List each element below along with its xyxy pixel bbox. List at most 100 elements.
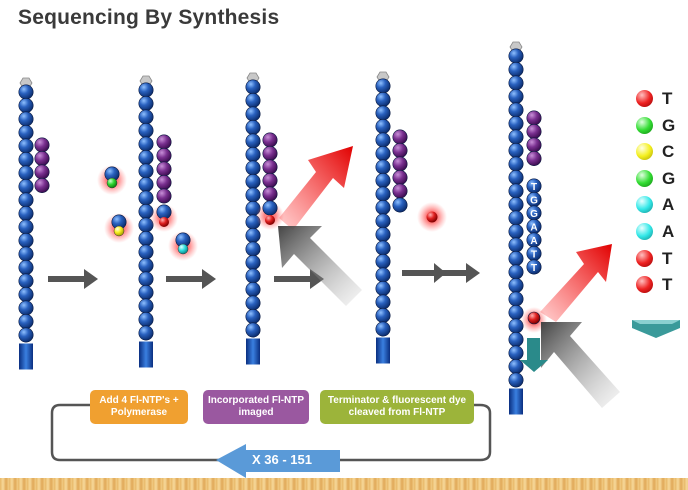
template-bead: [138, 123, 154, 139]
template-bead: [375, 280, 391, 296]
template-bead: [138, 231, 154, 247]
excitation-arrow: [541, 322, 620, 408]
base-letter: G: [662, 115, 676, 135]
template-bead: [138, 177, 154, 193]
template-bead: [375, 200, 391, 216]
template-bead: [375, 132, 391, 148]
template-bead: [138, 271, 154, 287]
template-bead: [508, 277, 524, 293]
primer-bead: [526, 137, 542, 153]
template-bead: [245, 308, 261, 324]
template-bead: [508, 210, 524, 226]
synthesized-nucleotide: [526, 259, 542, 275]
template-bead: [138, 244, 154, 260]
template-bead: [18, 192, 34, 208]
step-arrow: [166, 269, 216, 289]
page-title: Sequencing By Synthesis: [18, 6, 280, 29]
synthesized-base-letter: G: [530, 209, 538, 220]
primer-bead: [392, 183, 408, 199]
template-bead: [18, 179, 34, 195]
template-bead: [245, 268, 261, 284]
template-bead: [18, 138, 34, 154]
primer-bead: [156, 148, 172, 164]
template-bead: [375, 240, 391, 256]
base-color-dot: [636, 196, 653, 214]
primer-bead: [262, 186, 278, 202]
primer-bead: [156, 188, 172, 204]
step-image-ntp: Incorporated Fl-NTP imaged: [203, 390, 309, 424]
template-bead: [245, 160, 261, 176]
base-color-dot: [636, 223, 653, 240]
base-color-dot: [636, 276, 653, 294]
template-bead: [138, 163, 154, 179]
incorporated-nucleotide: [262, 200, 278, 216]
base-color-dot: [636, 249, 653, 267]
template-bead: [18, 98, 34, 114]
base-letter: T: [662, 89, 673, 108]
primer-bead: [392, 143, 408, 159]
fluorescent-dye: [106, 177, 118, 189]
base-letter: T: [662, 275, 673, 295]
base-color-dot: [636, 169, 653, 187]
template-bead: [18, 84, 34, 100]
base-letter: C: [662, 142, 675, 162]
template-bead: [138, 257, 154, 273]
template-bead: [138, 298, 154, 314]
template-bead: [375, 307, 391, 323]
template-bead: [18, 313, 34, 329]
fluorescent-dye: [159, 217, 169, 227]
surface-anchor: [19, 343, 33, 370]
synthesized-base-letter: G: [530, 196, 538, 207]
base-color-dot: [636, 116, 653, 134]
template-bead: [245, 106, 261, 122]
template-bead: [18, 286, 34, 302]
template-bead: [508, 331, 524, 347]
primer-bead: [392, 129, 408, 145]
template-bead: [245, 241, 261, 257]
template-bead: [508, 61, 524, 77]
extended-nucleotide: [392, 197, 408, 213]
primer-bead: [34, 178, 50, 194]
primer-bead: [526, 151, 542, 167]
template-bead: [18, 327, 34, 343]
step-arrow: [48, 269, 98, 289]
fluorescent-dye: [113, 225, 125, 237]
down-arrow-icon: [632, 320, 680, 338]
template-bead: [18, 206, 34, 222]
template-bead: [508, 48, 524, 64]
template-bead: [508, 197, 524, 213]
template-bead: [18, 300, 34, 316]
template-bead: [508, 251, 524, 267]
step-cleave-terminator: Terminator & fluorescent dye cleaved fro…: [320, 390, 474, 424]
surface-anchor: [509, 388, 523, 415]
template-bead: [375, 227, 391, 243]
template-bead: [508, 304, 524, 320]
primer-bead: [392, 170, 408, 186]
template-bead: [245, 322, 261, 338]
primer-bead: [34, 164, 50, 180]
template-bead: [245, 281, 261, 297]
primer-bead: [526, 110, 542, 126]
template-bead: [245, 93, 261, 109]
synthesized-base-letter: T: [531, 263, 537, 274]
template-bead: [245, 133, 261, 149]
primer-bead: [262, 173, 278, 189]
template-bead: [245, 147, 261, 163]
template-bead: [138, 150, 154, 166]
template-bead: [375, 213, 391, 229]
template-bead: [508, 358, 524, 374]
template-bead: [508, 102, 524, 118]
template-bead: [508, 264, 524, 280]
template-bead: [508, 170, 524, 186]
template-bead: [508, 183, 524, 199]
template-bead: [375, 294, 391, 310]
primer-bead: [262, 132, 278, 148]
template-bead: [375, 254, 391, 270]
arrow-highlight: [632, 320, 680, 324]
template-bead: [508, 129, 524, 145]
template-bead: [508, 75, 524, 91]
emission-arrow: [540, 244, 612, 322]
template-bead: [18, 259, 34, 275]
